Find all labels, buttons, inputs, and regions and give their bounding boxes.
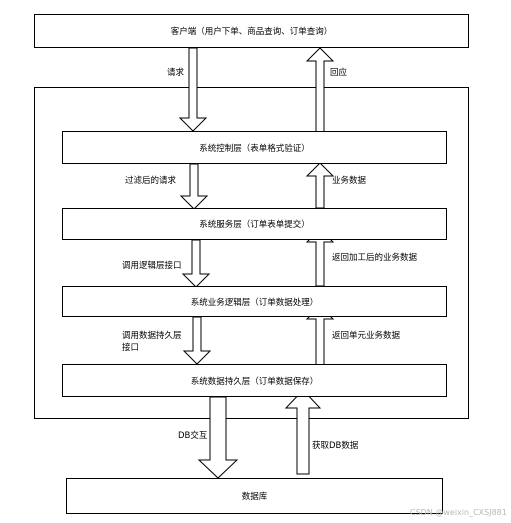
- label-business-data: 业务数据: [332, 176, 367, 186]
- database-box: 数据库: [66, 478, 443, 514]
- logic-layer-box: 系统业务逻辑层（订单数据处理）: [62, 286, 447, 317]
- service-layer-box: 系统服务层（订单表单提交）: [62, 208, 447, 240]
- watermark: CSDN @weixin_CXSJ881: [410, 508, 507, 517]
- label-return-unit-data: 返回单元业务数据: [332, 331, 401, 341]
- arrow-db-interaction: [197, 396, 239, 479]
- service-layer-label: 系统服务层（订单表单提交）: [199, 220, 310, 230]
- label-filtered-request: 过滤后的请求: [125, 176, 177, 186]
- arrow-call-logic: [181, 239, 211, 288]
- system-frame: [34, 87, 469, 419]
- arrow-filtered-request: [179, 163, 209, 210]
- arrow-business-data: [305, 162, 335, 209]
- control-layer-label: 系统控制层（表单格式验证）: [199, 143, 310, 154]
- logic-layer-label: 系统业务逻辑层（订单数据处理）: [190, 297, 319, 308]
- label-return-processed-data: 返回加工后的业务数据: [332, 253, 418, 263]
- arrow-request: [178, 47, 208, 132]
- label-call-logic-interface: 调用逻辑层接口: [122, 261, 182, 271]
- arrow-fetch-db: [284, 389, 322, 475]
- persistence-layer-label: 系统数据持久层（订单数据保存）: [190, 376, 319, 387]
- label-call-persistence-interface: 调用数据持久层接口: [122, 331, 182, 353]
- label-request: 请求: [167, 68, 185, 78]
- label-fetch-db-data: 获取DB数据: [312, 441, 359, 451]
- persistence-layer-box: 系统数据持久层（订单数据保存）: [62, 364, 447, 397]
- client-box: 客户端（用户下单、商品查询、订单查询）: [34, 14, 469, 48]
- label-response: 回应: [330, 68, 348, 78]
- control-layer-box: 系统控制层（表单格式验证）: [62, 131, 447, 164]
- label-db-interaction: DB交互: [178, 431, 208, 441]
- client-box-label: 客户端（用户下单、商品查询、订单查询）: [170, 27, 333, 37]
- database-label: 数据库: [241, 492, 268, 502]
- arrow-call-persistence: [182, 316, 212, 365]
- arrow-response: [305, 47, 335, 138]
